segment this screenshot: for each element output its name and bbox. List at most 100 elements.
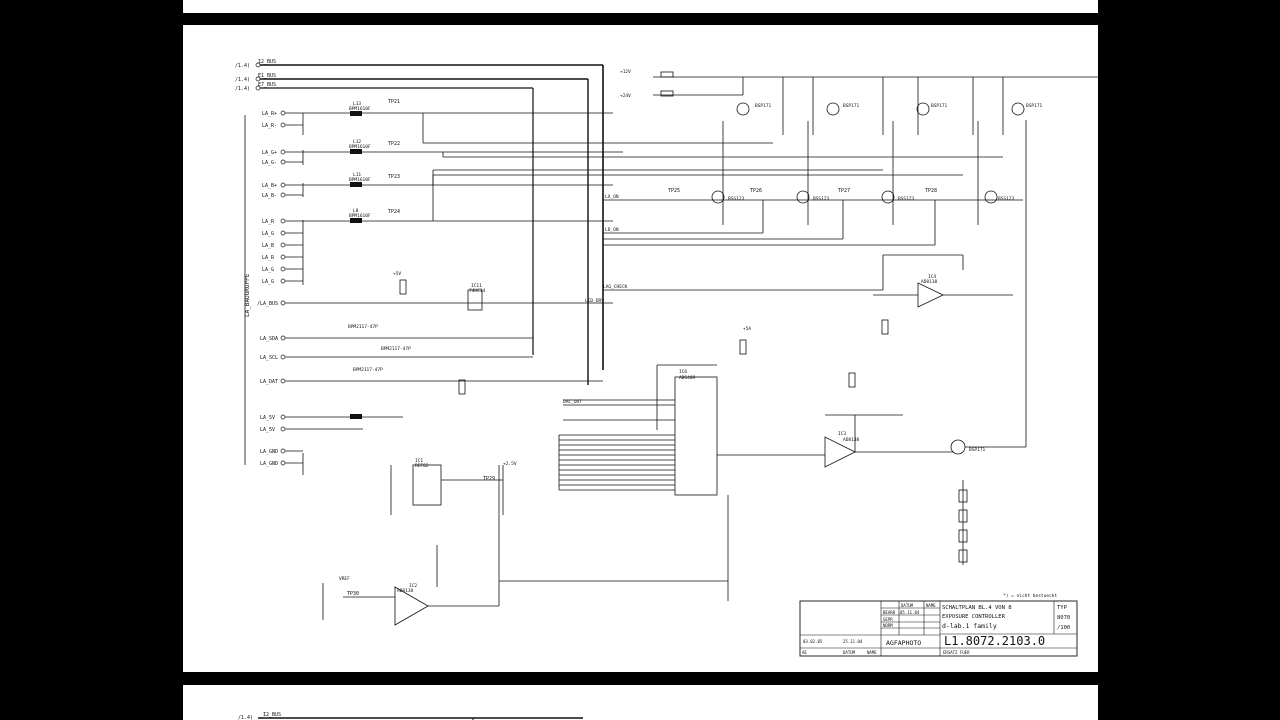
ic-part: AD8138 — [921, 279, 938, 285]
mosfet-type: BSS123 — [813, 196, 830, 202]
ferrite-type: BPM1610F — [349, 177, 371, 183]
port-ref: /1.4) — [235, 77, 250, 83]
ic-part: AD8138 — [397, 588, 414, 594]
pin-label: LA_G — [262, 231, 274, 237]
ic-part: REF02 — [415, 463, 429, 469]
svg-text:TP29: TP29 — [483, 476, 495, 482]
mosfet-type: BSS123 — [998, 196, 1015, 202]
svg-text:TP30: TP30 — [347, 591, 359, 597]
typ-label: TYP — [1057, 605, 1068, 611]
svg-text:TP22: TP22 — [388, 141, 400, 147]
pin-label: LA_G- — [262, 160, 277, 166]
pin-label: LA_5V — [260, 415, 275, 421]
ic-part: ADG409 — [679, 375, 696, 381]
port-ref: /1.4) — [235, 63, 250, 69]
title-block: DATUM NAME BEARB 05.11.04 GEPR NORM 03.0… — [799, 600, 1078, 657]
ferrite-ref: L12 — [353, 139, 361, 145]
bus-ports: /1.4) I2_BUS /1.4) E1_BUS /1.4) E7_BUS — [235, 59, 276, 92]
pin-label: LA_R+ — [262, 111, 277, 117]
document-number: L1.8072.2103.0 — [944, 634, 1045, 648]
ic-ref: IC4 — [928, 274, 936, 280]
aend-label: AE — [802, 650, 807, 655]
pin-label: LA_GND — [260, 449, 278, 455]
mosfet-type: BSP171 — [1026, 103, 1043, 109]
title-line-3: d-lab.1 family — [942, 622, 997, 630]
mosfet-type: BSS123 — [898, 196, 915, 202]
typ-sub: /100 — [1057, 625, 1070, 631]
name2-label: NAME — [867, 650, 877, 655]
pin-label: LA_B+ — [262, 183, 277, 189]
ic-ref: IC6 — [679, 369, 687, 375]
ferrite-ref: L13 — [353, 101, 361, 107]
ic-part: 74HC14 — [469, 288, 486, 294]
svg-text:TP25: TP25 — [668, 188, 680, 194]
title-line-1: SCHALTPLAN BL.4 VON 8 — [942, 605, 1012, 611]
svg-text:TP24: TP24 — [388, 209, 400, 215]
connector-pin-labels: LA_R+ LA_R- LA_G+ LA_G- LA_B+ LA_B- LA_R… — [257, 111, 278, 467]
ic-ref: IC11 — [471, 283, 482, 289]
mosfet-type: BSP171 — [843, 103, 860, 109]
company-name: AGFAPHOTO — [886, 639, 921, 647]
port-name: I2_BUS — [258, 59, 276, 65]
testpoint-markers: TP21 TP22 TP23 TP24 TP25 TP26 TP27 TP28 … — [347, 99, 937, 597]
filter-type: BPM2117-47P — [353, 367, 383, 373]
net-label: +12V — [620, 69, 631, 75]
filter-type: BPM2117-47P — [348, 324, 378, 330]
net-label: DAC_OUT — [563, 399, 582, 405]
pin-label: LA_G — [262, 267, 274, 273]
pin-label: LA_R — [262, 219, 275, 225]
svg-text:TP26: TP26 — [750, 188, 762, 194]
date: 05.11.04 — [900, 610, 920, 615]
date: 03.02.05 — [803, 639, 823, 644]
transistor-type: BSP171 — [969, 447, 986, 453]
datum-label: DATUM — [901, 603, 914, 608]
ferrite-type: BPM1610F — [349, 144, 371, 150]
pin-label: LA_B- — [262, 193, 277, 199]
pin-label: LA_SCL — [260, 355, 278, 361]
ferrite-type: BPM1610F — [349, 213, 371, 219]
net-label: +2.5V — [503, 461, 517, 467]
svg-text:TP21: TP21 — [388, 99, 400, 105]
mosfet-type: BSS123 — [728, 196, 745, 202]
port-name: E7_BUS — [258, 82, 276, 88]
pin-label: LA_G — [262, 279, 274, 285]
net-label: +24V — [620, 93, 631, 99]
pin-label: LA_G+ — [262, 150, 277, 156]
ic-ref: IC2 — [409, 583, 417, 589]
svg-text:TP23: TP23 — [388, 174, 400, 180]
ic-ref: IC3 — [838, 431, 846, 437]
pin-label: LA_SDA — [260, 336, 278, 342]
ferrite-ref: L8 — [353, 208, 359, 214]
component-labels: L13 BPM1610F L12 BPM1610F L11 BPM1610F L… — [339, 69, 1043, 594]
ic-ref: IC1 — [415, 458, 423, 464]
next-page-preview: /1.4) I2_BUS — [238, 712, 583, 720]
svg-text:TP28: TP28 — [925, 188, 937, 194]
schematic-page: TP21 TP22 TP23 TP24 TP25 TP26 TP27 TP28 … — [183, 25, 1103, 672]
date: 25.11.04 — [843, 639, 863, 644]
mosfet-type: BSP171 — [755, 103, 772, 109]
name-label: NAME — [926, 603, 936, 608]
pin-label: LA_DAT — [260, 379, 278, 385]
ferrite-ref: L11 — [353, 172, 361, 178]
ersatz-label: ERSATZ FUER — [943, 650, 970, 655]
pin-label: /LA_BUS — [257, 301, 278, 307]
port-name: E1_BUS — [258, 73, 276, 79]
port-name: I2_BUS — [263, 712, 281, 718]
port-ref: /1.4) — [238, 715, 253, 720]
footnote: *) = nicht bestueckt — [1003, 593, 1057, 599]
pin-label: LA_R- — [262, 123, 277, 129]
svg-text:TP27: TP27 — [838, 188, 850, 194]
net-label: +5A — [743, 326, 751, 332]
norm-label: NORM — [883, 623, 893, 628]
net-label: LAG_CHECK — [603, 284, 628, 290]
side-label: LA_BAUGRUPPE — [244, 273, 251, 317]
pin-label: LA_GND — [260, 461, 278, 467]
gepr-label: GEPR — [883, 617, 893, 622]
title-line-2: EXPOSURE CONTROLLER — [942, 614, 1006, 620]
pin-label: LA_B — [262, 243, 274, 249]
next-page-strip: /1.4) I2_BUS — [183, 685, 1098, 720]
typ-value: 8070 — [1057, 615, 1070, 621]
net-label: LD_ON — [605, 227, 619, 233]
pin-label: LA_5V — [260, 427, 275, 433]
net-label: +5V — [393, 271, 401, 277]
